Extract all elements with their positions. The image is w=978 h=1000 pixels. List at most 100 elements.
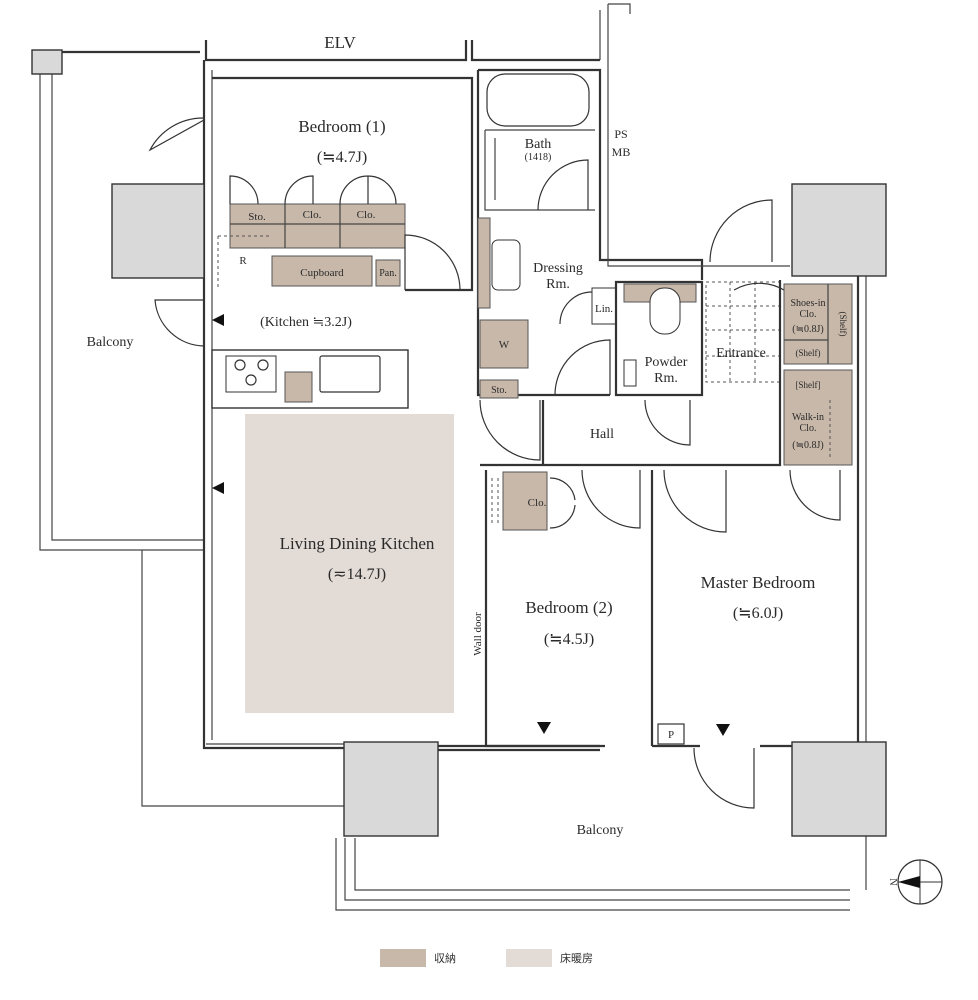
lin-label: Lin.: [595, 303, 613, 315]
door-lin: [559, 291, 593, 325]
clo2-label: Clo.: [357, 209, 376, 221]
door-hall-left: [479, 399, 541, 461]
shoes-size-label: (≒0.8J): [792, 324, 823, 335]
bedroom1-label: Bedroom (1): [298, 117, 385, 136]
arrow-living: [212, 482, 224, 494]
north-label: N: [887, 878, 898, 885]
powder-rm-label: Rm.: [654, 371, 678, 386]
door-bedroom1: [404, 234, 461, 291]
pillar-ne: [791, 183, 887, 277]
door-master-balcony: [693, 747, 755, 809]
walkin-clo-label: Clo.: [800, 423, 817, 434]
legend-storage: 収納: [380, 948, 456, 968]
clo3-label: Clo.: [528, 497, 547, 509]
powder-label: Powder: [645, 355, 688, 370]
bedroom1-walls: [212, 76, 474, 292]
door-master: [663, 469, 727, 533]
shelf1-label: (Shelf): [796, 348, 821, 358]
pillar-se: [791, 741, 887, 837]
south-wall: [438, 744, 600, 752]
cupboard-label: Cupboard: [300, 267, 344, 279]
pan-label: Pan.: [379, 268, 397, 279]
r-label: R: [239, 255, 247, 267]
linen-box: [591, 287, 617, 325]
sto-box-2: [479, 379, 519, 399]
west-balcony-outline: [39, 74, 205, 551]
bedroom2-label: Bedroom (2): [525, 598, 612, 617]
door-entrance: [709, 199, 773, 263]
shoes-in-closet: [783, 283, 853, 365]
north-compass: [897, 859, 943, 905]
door-dressing: [554, 339, 611, 396]
shelf2-label: (Shelf): [838, 312, 848, 337]
bath-size: (1418): [525, 152, 552, 163]
core-walls: [476, 68, 704, 397]
master-size: (≒6.0J): [733, 605, 783, 622]
unit-west-wall: [202, 60, 345, 750]
legend-floor-heating-label: 床暖房: [560, 952, 593, 965]
hall-label: Hall: [590, 427, 614, 442]
west-balcony-low: [141, 550, 345, 807]
clo1-label: Clo.: [303, 209, 322, 221]
elv-label: ELV: [324, 33, 356, 52]
ldk-size: (≂14.7J): [328, 566, 386, 583]
top-wall: [60, 40, 600, 62]
arrow-bedroom2: [537, 722, 551, 734]
shelf3-label: [Shelf]: [796, 380, 821, 390]
dressing-storage: [477, 217, 491, 309]
door-kitchen-balcony: [154, 299, 205, 347]
bedroom1-size: (≒4.7J): [317, 149, 367, 166]
door-powder: [644, 399, 691, 446]
door-walkin: [789, 469, 841, 521]
mb-label: MB: [612, 145, 631, 159]
arrow-master: [716, 724, 730, 736]
p-box: [657, 723, 685, 745]
shoes-in-label: Shoes-in: [791, 298, 826, 309]
ldk-floor-heating: [245, 414, 454, 713]
ldk-label: Living Dining Kitchen: [280, 534, 435, 553]
washer: [479, 319, 529, 369]
entrance-tiles: [705, 281, 781, 383]
w-label: W: [499, 339, 510, 351]
pillar-nw: [111, 183, 205, 279]
legend-floor-heating-swatch: [506, 949, 552, 967]
kitchen-label: (Kitchen ≒3.2J): [260, 315, 352, 330]
balcony-south-label: Balcony: [577, 823, 624, 838]
toilet: [649, 287, 681, 335]
arrow-kitchen: [212, 314, 224, 326]
powder-sink: [623, 359, 637, 387]
bath-label: Bath: [525, 137, 551, 152]
master-label: Master Bedroom: [701, 573, 816, 592]
kitchen-storage-small: [284, 371, 313, 403]
door-bath: [537, 159, 589, 211]
ps-label: PS: [614, 127, 627, 141]
pantry: [375, 259, 401, 287]
legend-storage-label: 収納: [434, 952, 456, 965]
washbasin: [491, 239, 521, 291]
south-balcony-outline: [335, 838, 850, 911]
bedroom2-size: (≒4.5J): [544, 631, 594, 648]
entrance-label: Entrance: [716, 346, 766, 361]
cupboard: [271, 255, 373, 287]
hall-walls: [480, 280, 782, 467]
ps-shaft: [599, 3, 790, 267]
pillar-sw: [343, 741, 439, 837]
sto2-label: Sto.: [491, 385, 507, 396]
door-shoes: [733, 282, 785, 291]
bathtub: [486, 73, 590, 127]
legend-storage-swatch: [380, 949, 426, 967]
bedroom2-closet: [502, 471, 548, 531]
shoes-clo-label: Clo.: [800, 309, 817, 320]
walk-in-closet: [783, 369, 853, 466]
door-bedroom1-balcony: [148, 117, 205, 152]
dressing-rm-label: Rm.: [546, 277, 570, 292]
dressing-label: Dressing: [533, 261, 583, 276]
sto1-label: Sto.: [248, 211, 266, 223]
walkin-label: Walk-in: [792, 412, 824, 423]
wall-door-label: Wall door: [472, 612, 484, 656]
powder-walls: [614, 280, 704, 397]
corner-block: [31, 49, 63, 75]
bedroom1-storage: [229, 203, 406, 249]
legend-floor-heating: 床暖房: [506, 948, 593, 968]
